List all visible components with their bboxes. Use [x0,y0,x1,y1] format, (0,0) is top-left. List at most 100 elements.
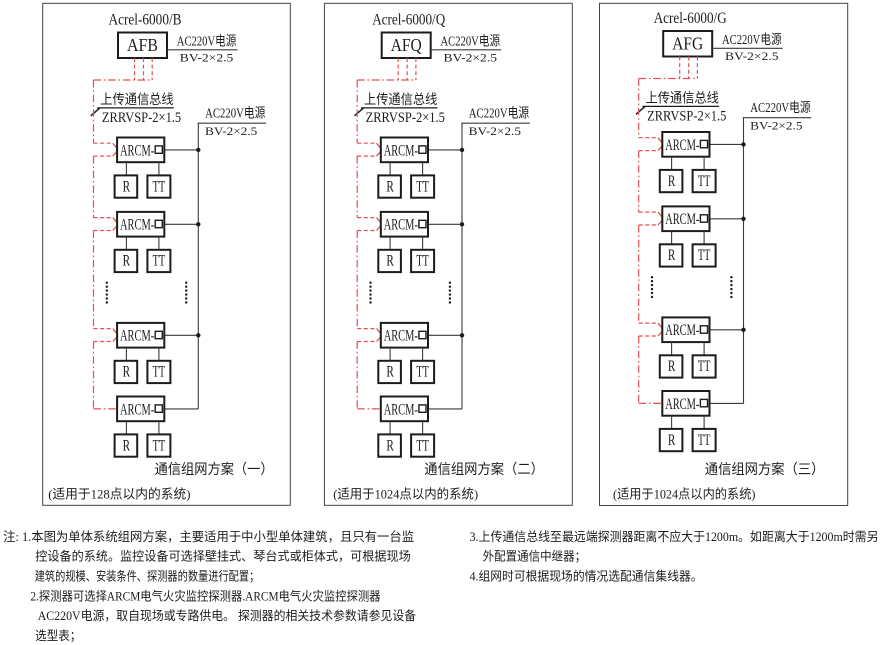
p3-detector3-power-junction-dot [741,327,746,332]
p2-detector3-r-label: R [386,364,394,381]
p2-detector4-tt-label: TT [416,437,429,454]
p2-continuation-dots-2 [448,289,452,292]
p1-detector1-arcm-label: ARCM- [120,142,154,159]
note-left-line-6: 选型表； [35,629,81,643]
p2-detector3-arcm-label: ARCM- [384,328,418,345]
p3-detector2-tt-label: TT [698,247,711,264]
p3-detector-power-label: AC220V电源 [750,100,811,115]
p1-continuation-dots-1 [105,281,109,284]
p2-detector2-tt-label: TT [416,253,429,270]
p1-detector-power-spec: BV-2×2.5 [205,126,258,138]
p3-detector1-tt-label: TT [698,173,711,190]
p1-continuation-dots-1 [105,297,109,300]
p1-detector1-r-box [113,174,139,199]
p2-detector3-power-junction-dot [459,333,465,338]
p2-continuation-dots-2 [448,301,452,304]
p1-detector4-arcm-label: ARCM- [120,401,154,418]
p1-console-power-spec: BV-2×2.5 [180,53,234,65]
p2-detector3-tt-box [410,359,436,385]
p1-detector4-tt-box [146,433,172,458]
p1-detector1-unit: ARCM- R TT [93,136,201,199]
p3-detector2-tt-box [691,243,717,268]
p3-detector1-tt-box [691,168,717,194]
p3-subcaption: (适用于1024点以内的系统) [613,487,756,502]
p3-continuation-dots-1 [650,283,654,287]
p3-detector1-r-label: R [668,173,676,190]
p1-subcaption: (适用于128点以内的系统) [48,487,190,502]
p3-detector2-power-junction-dot [741,216,746,221]
p2-detector2-arcm-label: ARCM- [384,217,418,234]
p2-scheme-panel: Acrel-6000/Q AFQ AC220V电源 BV-2×2.5 上传通信总… [323,2,573,506]
p2-detector3-arcm-box [379,321,429,349]
p3-console-label: AFG [672,34,703,54]
p3-detector4-r-label: R [668,432,676,449]
p2-detector1-arcm-box [379,136,429,164]
p2-continuation-dots-1 [369,281,372,284]
p1-detector2-tt-label: TT [153,253,166,270]
p2-detector2-unit: ARCM- R TT [357,210,465,274]
p3-detector1-power-junction-dot [741,142,746,147]
note-left-line-4: 2.探测器可选择ARCM电气火灾监控探测器.ARCM电气火灾监控探测器 [30,588,381,603]
p3-detector3-r-box [658,354,684,379]
p1-upload-bus-spec: ZRRVSP-2×1.5 [102,110,181,126]
notes-right-block: 3.上传通信总线至最远端探测器距离不应大于1200m。如距离大于1200m时需另… [470,529,879,584]
p3-detector1-arcm-label: ARCM- [665,137,699,154]
p2-upload-bus-label: 上传通信总线 [364,92,437,107]
p2-detector3-arcm-model-placeholder [418,330,427,340]
p2-detector3-r-box [377,359,402,385]
notes-left-block: 注: 1.本图为单体系统组网方案，主要适用于中小型单体建筑，且只有一台监 控设备… [3,529,417,643]
p1-detector3-tt-label: TT [153,364,166,381]
p1-detector1-tt-label: TT [153,178,166,195]
p1-detector3-arcm-model-placeholder [154,330,163,340]
p2-title: Acrel-6000/Q [372,11,445,28]
p1-upload-bus-label: 上传通信总线 [100,92,173,107]
p3-detector2-arcm-model-placeholder [699,214,709,223]
p3-continuation-dots-2 [730,280,733,283]
p1-detector4-arcm-model-placeholder [154,404,163,413]
p2-detector4-unit: ARCM- R TT [377,395,462,458]
p3-continuation-dots-1 [650,287,654,291]
p3-detector3-unit: ARCM- R TT [638,316,746,379]
note-left-line-5: AC220V电源，取自现场或专路供电。 探测器的相关技术参数请参见设备 [38,608,417,623]
note-right-line-2: 外配置通信中继器； [483,549,586,564]
p2-console-label: AFQ [391,35,422,55]
p3-detector3-arcm-model-placeholder [699,325,709,334]
p2-console-power-label: AC220V电源 [441,33,501,48]
p2-detector1-tt-box [410,174,436,199]
p3-continuation-dots-1 [650,291,654,295]
p2-caption: 通信组网方案（二） [424,461,544,478]
p2-detector4-r-label: R [386,437,394,454]
p1-detector1-power-junction-dot [196,147,201,153]
p1-detector2-r-label: R [123,253,131,270]
p1-detector2-arcm-model-placeholder [154,219,163,229]
p3-continuation-dots-2 [730,276,733,279]
p3-detector4-tt-label: TT [698,432,711,449]
p2-detector3-unit: ARCM- R TT [357,321,465,385]
p1-panel-border [42,2,291,506]
p1-detector4-unit: ARCM- R TT [113,395,199,458]
p3-detector3-arcm-label: ARCM- [665,322,699,339]
p1-detector1-r-label: R [123,178,131,195]
p1-title: Acrel-6000/B [109,11,182,28]
p1-scheme-panel: Acrel-6000/B AFB AC220V电源 BV-2×2.5 上传通信总… [42,2,291,506]
p1-continuation-dots-2 [185,297,188,300]
p2-detector2-r-label: R [386,253,394,270]
p1-console-label: AFB [127,35,158,55]
p1-upload-bus-leader-arrow [90,107,101,117]
note-right-line-3: 4.组网时可根据现场的情况选配通信集线器。 [470,569,703,584]
p2-continuation-dots-1 [369,285,372,288]
p3-detector-power-spec: BV-2×2.5 [750,121,803,133]
p2-detector1-power-junction-dot [459,147,465,153]
p1-continuation-dots-1 [105,285,109,288]
p2-detector4-arcm-box [379,395,429,423]
p1-detector4-r-label: R [123,437,131,454]
p1-detector3-r-box [113,359,139,385]
p2-console-box [380,31,432,59]
p2-detector1-tt-label: TT [416,178,429,195]
p2-continuation-dots-2 [448,297,452,300]
p3-detector3-tt-label: TT [698,358,711,375]
p2-detector1-unit: ARCM- R TT [357,136,465,199]
p2-continuation-dots-2 [448,293,452,296]
p1-detector3-unit: ARCM- R TT [93,321,201,385]
